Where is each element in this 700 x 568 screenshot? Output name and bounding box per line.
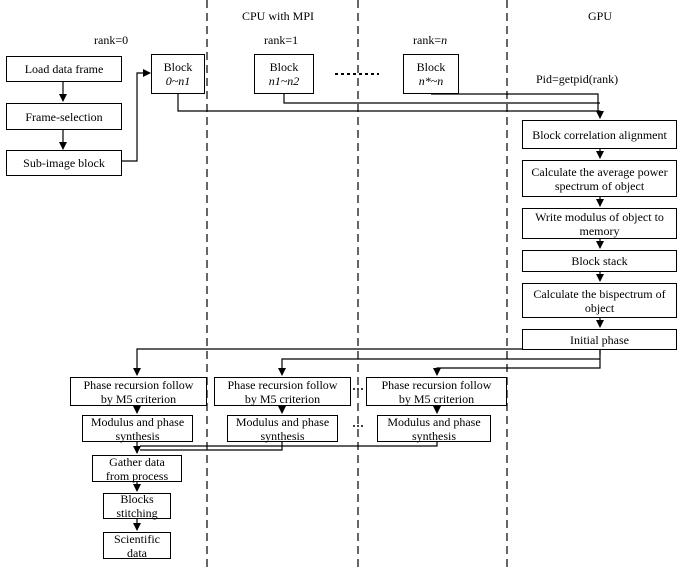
rank-n-prefix: rank= [413,33,442,47]
pid-label: Pid=getpid(rank) [536,72,619,86]
synthesis-rank0-line2: synthesis [115,428,160,443]
line-blockn-to-gpu [431,93,599,111]
blocks-stitching-line2: stitching [116,506,158,520]
arrow-to-phase-rankn [433,349,601,376]
block-rank0-box: Block 0~n1 [151,54,205,94]
synthesis-rank0-line1: Modulus and phase [90,414,185,429]
rank-1-label: rank=1 [264,33,299,47]
sub-image-block-box: Sub-image block [6,150,122,176]
synthesis-rankn-line1: Modulus and phase [387,414,481,429]
phase-recursion-rank1-box: Phase recursion follow by M5 criterion [214,377,351,406]
arrow-sub-to-block0 [122,69,151,162]
block-rankn-range: n*~n [418,74,444,88]
header-cpu-with-mpi: CPU with MPI [242,9,315,23]
scientific-data-line1: Scientific [114,531,160,546]
block-correlation-alignment-box: Block correlation alignment [522,120,677,149]
phase-recursion-rank0-line2: by M5 criterion [100,391,177,406]
blocks-stitching-box: Blocks stitching [103,492,171,520]
block-rank0-range: 0~n1 [165,74,191,88]
synthesis-rankn-line2: synthesis [411,428,456,443]
synthesis-rank1-line2: synthesis [260,428,305,443]
scientific-data-line2: data [127,545,147,560]
frame-selection-box: Frame-selection [6,103,122,130]
bispectrum-text: Calculate the bispectrum of object [533,286,666,315]
rank-0-label: rank=0 [94,33,129,47]
load-data-frame-box: Load data frame [6,56,122,82]
gather-data-line1: Gather data [109,454,165,469]
phase-recursion-rankn-box: Phase recursion follow by M5 criterion [366,377,507,406]
write-modulus-box: Write modulus of object to memory [522,208,677,239]
block-rank0-title: Block [163,60,193,74]
frame-selection-text: Frame-selection [25,109,103,124]
average-power-spectrum-text: Calculate the average power spectrum of … [531,164,668,193]
bispectrum-box: Calculate the bispectrum of object [522,283,677,318]
initial-phase-text: Initial phase [570,332,629,347]
block-rank1-title: Block [269,60,299,74]
scientific-data-box: Scientific data [103,531,171,560]
rank-n-var: n [441,33,448,47]
line-synth-rn-to-gather [140,442,438,447]
write-modulus-text: Write modulus of object to memory [535,209,664,238]
line-synth-r1-to-gather [140,442,283,451]
phase-recursion-rankn-line2: by M5 criterion [398,391,475,406]
sub-image-block-text: Sub-image block [23,156,105,170]
load-data-frame-text: Load data frame [24,62,104,76]
average-power-spectrum-box: Calculate the average power spectrum of … [522,160,677,197]
line-block1-to-gpu [283,94,600,104]
blocks-stitching-line1: Blocks [120,492,154,506]
line-block0-to-gpu [177,94,604,119]
block-stack-text: Block stack [571,254,628,268]
arrow-to-phase-rank1 [278,358,600,376]
initial-phase-box: Initial phase [522,329,677,350]
header-gpu: GPU [588,9,613,23]
phase-recursion-rank0-box: Phase recursion follow by M5 criterion [70,377,207,406]
arrow-to-phase-rank0 [133,348,600,376]
synthesis-rank1-line1: Modulus and phase [235,414,330,429]
block-correlation-alignment-text: Block correlation alignment [532,127,667,142]
phase-recursion-rank1-line2: by M5 criterion [244,391,321,406]
synthesis-rank0-box: Modulus and phase synthesis [82,414,193,443]
block-rank1-box: Block n1~n2 [254,54,314,94]
gather-data-line2: from process [105,468,169,483]
rank-n-label: rank=n [413,33,447,47]
block-rankn-title: Block [416,60,446,74]
synthesis-rank1-box: Modulus and phase synthesis [227,414,338,443]
phase-recursion-rankn-line1: Phase recursion follow [381,377,492,392]
phase-recursion-rank0-line1: Phase recursion follow [83,377,194,392]
phase-recursion-rank1-line1: Phase recursion follow [227,377,338,392]
synthesis-rankn-box: Modulus and phase synthesis [377,414,491,443]
block-rankn-box: Block n*~n [403,54,459,94]
block-rank1-range: n1~n2 [268,74,300,88]
gather-data-box: Gather data from process [92,454,182,483]
block-stack-box: Block stack [522,250,677,272]
